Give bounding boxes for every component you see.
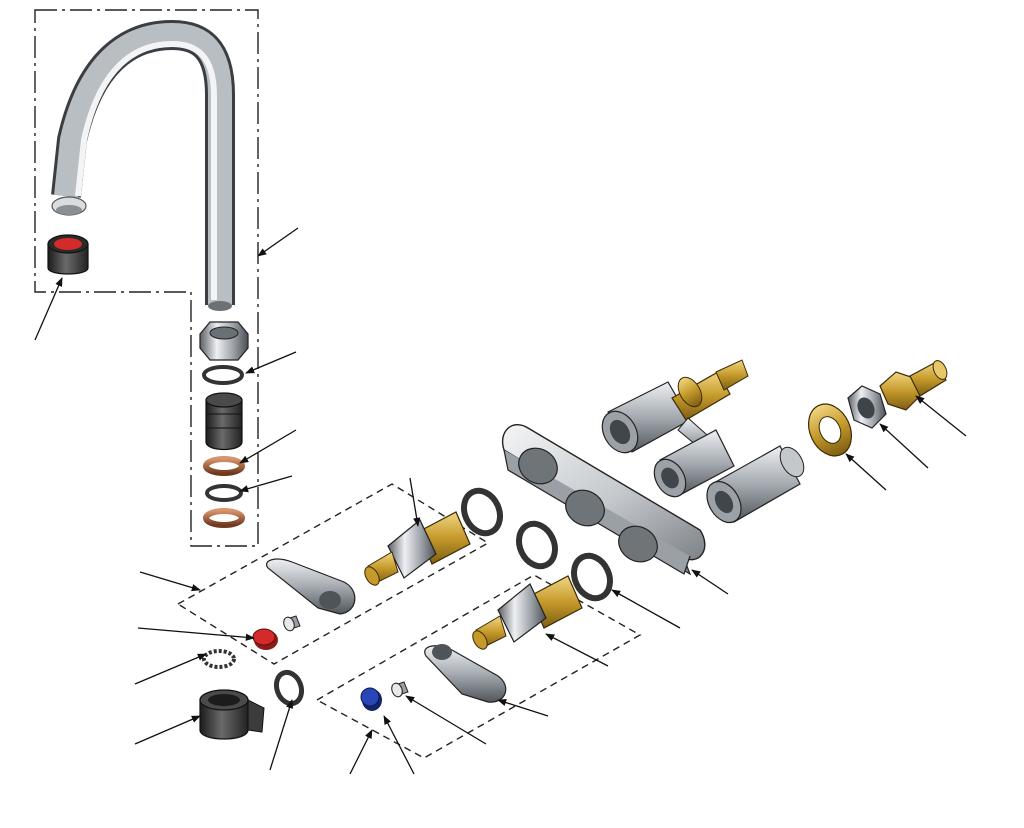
- hot-index-button-icon: [252, 628, 278, 650]
- callout-arrow: [134, 653, 207, 685]
- cartridge-ring-icon: [571, 552, 613, 602]
- callout-arrow: [383, 715, 415, 775]
- flange-washer-icon: [807, 403, 853, 457]
- lock-nut-icon: [847, 385, 887, 429]
- bonnet-ring-icon: [273, 669, 305, 707]
- spout-group-outline: [34, 9, 259, 547]
- callout-arrow: [879, 423, 929, 469]
- callout-arrow: [497, 699, 549, 717]
- callout-arrow: [239, 429, 297, 464]
- callout-arrow: [239, 475, 293, 493]
- callout-arrow: [611, 589, 681, 629]
- cold-handle-group-outline: [315, 574, 642, 759]
- hot-handle-group-outline: [176, 483, 490, 665]
- handle-screw-icon: [391, 681, 409, 698]
- aerator-icon: [47, 234, 89, 275]
- callout-arrow: [349, 729, 373, 775]
- callout-arrow: [245, 351, 297, 374]
- spout-o-ring-icon: [205, 484, 243, 502]
- cold-cartridge-icon: [472, 575, 583, 650]
- callout-arrow: [257, 227, 299, 257]
- lock-washer-icon: [202, 649, 236, 669]
- bonnet-icon: [199, 689, 265, 740]
- callout-arrow: [409, 477, 421, 527]
- callout-arrow: [405, 695, 487, 745]
- spout-o-ring-icon: [202, 365, 244, 385]
- group-outlines: [34, 9, 642, 759]
- cartridge-ring-icon: [461, 487, 503, 537]
- hot-cartridge-icon: [364, 511, 471, 586]
- spout-washer-icon: [203, 456, 245, 476]
- spout-sleeve-icon: [205, 392, 243, 451]
- spout-nut-icon: [199, 321, 249, 361]
- callout-arrow: [137, 627, 255, 641]
- supply-coupling-icon: [879, 360, 948, 411]
- callout-arrow: [915, 395, 967, 437]
- valve-body-icon: [601, 359, 805, 524]
- hot-lever-handle-icon: [266, 558, 356, 615]
- handle-screw-icon: [283, 615, 301, 632]
- cartridge-ring-icon: [516, 520, 558, 570]
- callout-leaders: [34, 227, 967, 775]
- gooseneck-spout-icon: [51, 19, 235, 311]
- escutcheon-plate-icon: [501, 423, 706, 576]
- spout-washer-icon: [203, 508, 245, 528]
- callout-arrow: [845, 453, 887, 491]
- callout-arrow: [34, 277, 63, 341]
- cold-lever-handle-icon: [424, 644, 507, 703]
- cold-index-button-icon: [360, 687, 382, 711]
- callout-arrow: [134, 715, 201, 745]
- callout-arrow: [545, 633, 609, 667]
- callout-arrow: [139, 571, 201, 592]
- callout-arrow: [269, 699, 294, 771]
- callout-arrow: [691, 569, 729, 595]
